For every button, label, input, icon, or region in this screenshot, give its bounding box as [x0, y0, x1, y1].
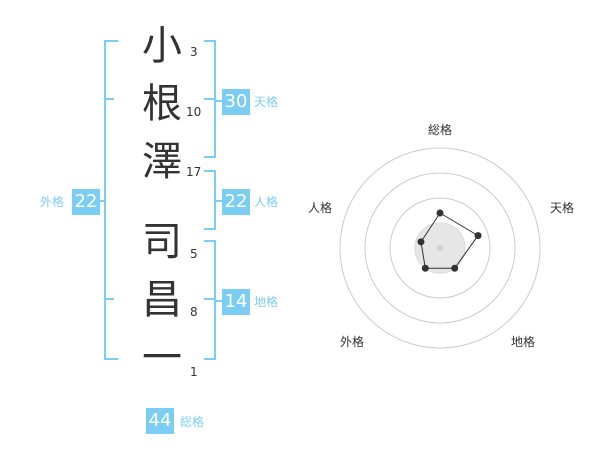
left-bracket-tick-2 — [104, 98, 114, 100]
radar-label-chikaku: 地格 — [511, 335, 536, 349]
name-char-4: 司 — [142, 219, 182, 265]
gaikaku-label: 外格 — [40, 195, 65, 209]
radar-polygon — [420, 212, 479, 269]
chikaku-label: 地格 — [254, 295, 279, 309]
right-bracket-tick-mid — [204, 98, 214, 100]
radar-point-chikaku — [451, 264, 459, 272]
stroke-count-2: 10 — [186, 105, 202, 119]
name-char-1: 小 — [142, 23, 182, 69]
stroke-count-4: 5 — [190, 247, 198, 261]
radar-point-tenkaku — [474, 232, 482, 240]
name-char-6: 一 — [142, 335, 182, 381]
name-char-2: 根 — [142, 81, 182, 127]
radar-ring-2 — [364, 172, 516, 324]
tenkaku-tick — [216, 100, 222, 102]
chikaku-tick — [216, 300, 222, 302]
soukaku-score-badge: 44 — [146, 408, 174, 434]
left-bracket-tick-3 — [104, 298, 114, 300]
jinkaku-tick — [216, 200, 222, 202]
gaikaku-score-badge: 22 — [72, 189, 100, 215]
right-bracket-tick-bottom — [204, 298, 214, 300]
chikaku-score-badge: 14 — [222, 289, 250, 315]
radar-label-jinkaku: 人格 — [308, 201, 333, 215]
tenkaku-label: 天格 — [254, 95, 279, 109]
tenkaku-score-badge: 30 — [222, 89, 250, 115]
jinkaku-bracket — [204, 170, 216, 230]
radar-label-tenkaku: 天格 — [550, 201, 575, 215]
radar-point-gaikaku — [421, 264, 429, 272]
name-char-3: 澤 — [142, 139, 182, 185]
radar-label-gaikaku: 外格 — [340, 335, 365, 349]
soukaku-label: 総格 — [180, 415, 205, 429]
radar-ring-3 — [389, 197, 491, 299]
stroke-count-1: 3 — [190, 45, 198, 59]
jinkaku-label: 人格 — [254, 195, 279, 209]
chikaku-bracket — [204, 240, 216, 360]
jinkaku-score-badge: 22 — [222, 189, 250, 215]
radar-center-dot — [437, 245, 443, 251]
radar-point-soukaku — [436, 209, 444, 217]
radar-ring-1 — [339, 147, 541, 349]
stroke-count-5: 8 — [190, 305, 198, 319]
tenkaku-bracket — [204, 40, 216, 158]
radar-point-jinkaku — [417, 238, 425, 246]
gaikaku-tick — [98, 200, 106, 202]
stroke-count-6: 1 — [190, 365, 198, 379]
radar-label-soukaku: 総格 — [428, 123, 453, 137]
stroke-count-3: 17 — [186, 165, 202, 179]
name-char-5: 昌 — [142, 277, 182, 323]
